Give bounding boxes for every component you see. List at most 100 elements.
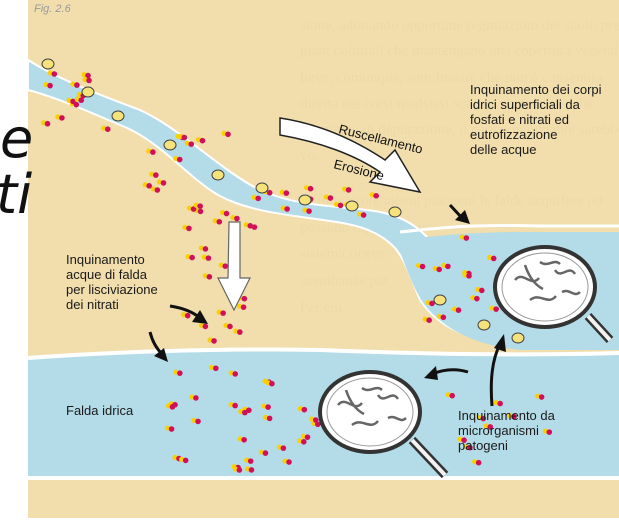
phosphate-particle (155, 187, 161, 193)
slide-title-fragment-1: e (0, 112, 33, 166)
label-line: patogeni (458, 438, 598, 453)
phosphate-particle (186, 226, 192, 232)
phosphate-particle (281, 445, 287, 451)
phosphate-particle (105, 126, 111, 132)
phosphate-particle (216, 219, 222, 225)
phosphate-particle (220, 310, 226, 316)
pathogen-blob (299, 195, 311, 205)
phosphate-particle (241, 437, 247, 443)
phosphate-particle (497, 401, 503, 407)
phosphate-particle (242, 410, 248, 416)
label-line: microrganismi (458, 423, 598, 438)
phosphate-particle (207, 274, 213, 280)
figure-caption-label: Fig. 2.6 (34, 3, 72, 15)
phosphate-particle (302, 407, 308, 413)
phosphate-particle (224, 211, 230, 217)
phosphate-particle (161, 180, 167, 186)
pathogen-blob (346, 201, 358, 211)
phosphate-particle (269, 381, 275, 387)
label-groundwater-pollution: Inquinamento acque di falda per liscivia… (66, 252, 196, 312)
phosphate-particle (263, 450, 269, 456)
phosphate-particle (464, 235, 470, 241)
label-pathogen-pollution: Inquinamento da microrganismi patogeni (458, 408, 598, 453)
phosphate-particle (441, 314, 447, 320)
pathogen-blob (164, 140, 176, 150)
phosphate-particle (183, 458, 189, 464)
phosphate-particle (197, 203, 203, 209)
phosphate-particle (198, 209, 204, 215)
label-line: Inquinamento (66, 252, 196, 267)
phosphate-particle (449, 393, 455, 399)
phosphate-particle (78, 97, 84, 103)
phosphate-particle (539, 394, 545, 400)
label-surface-pollution: Inquinamento dei corpi idrici superficia… (470, 82, 619, 157)
pathogen-blob (434, 295, 446, 305)
phosphate-particle (308, 186, 314, 192)
pathogen-blob (389, 207, 401, 217)
phosphate-particle (74, 82, 80, 88)
phosphate-particle (305, 434, 311, 440)
phosphate-particle (267, 190, 273, 196)
phosphate-particle (306, 208, 312, 214)
phosphate-particle (248, 458, 254, 464)
phosphate-particle (169, 426, 175, 432)
phosphate-particle (232, 403, 238, 409)
phosphate-particle (170, 404, 176, 410)
phosphate-particle (267, 416, 273, 422)
phosphate-particle (59, 115, 65, 121)
phosphate-particle (338, 203, 344, 209)
phosphate-particle (213, 365, 219, 371)
phosphate-particle (52, 71, 58, 77)
phosphate-particle (211, 338, 217, 344)
phosphate-particle (185, 313, 191, 319)
lens-glass-aquifer (327, 378, 413, 446)
pathogen-blob (112, 111, 124, 121)
label-line: Inquinamento dei corpi (470, 82, 619, 97)
phosphate-particle (232, 371, 238, 377)
phosphate-particle (426, 317, 432, 323)
phosphate-particle (203, 324, 209, 330)
label-line: fosfati e nitrati ed (470, 112, 619, 127)
phosphate-particle (195, 419, 201, 425)
phosphate-particle (193, 395, 199, 401)
pathogen-blob (256, 183, 268, 193)
phosphate-particle (346, 187, 352, 193)
phosphate-particle (479, 288, 485, 294)
label-line: delle acque (470, 142, 619, 157)
phosphate-particle (177, 157, 183, 163)
phosphate-particle (200, 138, 206, 144)
phosphate-particle (146, 183, 152, 189)
phosphate-particle (491, 256, 497, 262)
phosphate-particle (222, 263, 228, 269)
phosphate-particle (493, 306, 499, 312)
phosphate-particle (45, 121, 51, 127)
pathogen-blob (82, 87, 94, 97)
phosphate-particle (373, 193, 379, 199)
phosphate-particle (237, 329, 243, 335)
phosphate-particle (249, 467, 255, 473)
pathogen-blob (478, 320, 490, 330)
phosphate-particle (225, 131, 231, 137)
phosphate-particle (153, 172, 159, 178)
phosphate-particle (445, 264, 451, 270)
slide-title-fragment-2: ti (0, 168, 32, 222)
phosphate-particle (265, 404, 271, 410)
label-aquifer-text: Falda idrica (66, 403, 133, 418)
label-line: idrici superficiali da (470, 97, 619, 112)
phosphate-particle (182, 135, 188, 141)
label-line: Inquinamento da (458, 408, 598, 423)
phosphate-particle (284, 190, 290, 196)
phosphate-particle (177, 370, 183, 376)
phosphate-particle (86, 78, 92, 84)
label-line: per lisciviazione (66, 282, 196, 297)
phosphate-particle (247, 223, 253, 229)
phosphate-particle (476, 460, 482, 466)
phosphate-particle (436, 267, 442, 273)
phosphate-particle (241, 304, 247, 310)
label-line: dei nitrati (66, 297, 196, 312)
phosphate-particle (284, 206, 290, 212)
pathogen-blob (42, 59, 54, 69)
pathogen-blob (212, 170, 224, 180)
phosphate-particle (237, 467, 243, 473)
